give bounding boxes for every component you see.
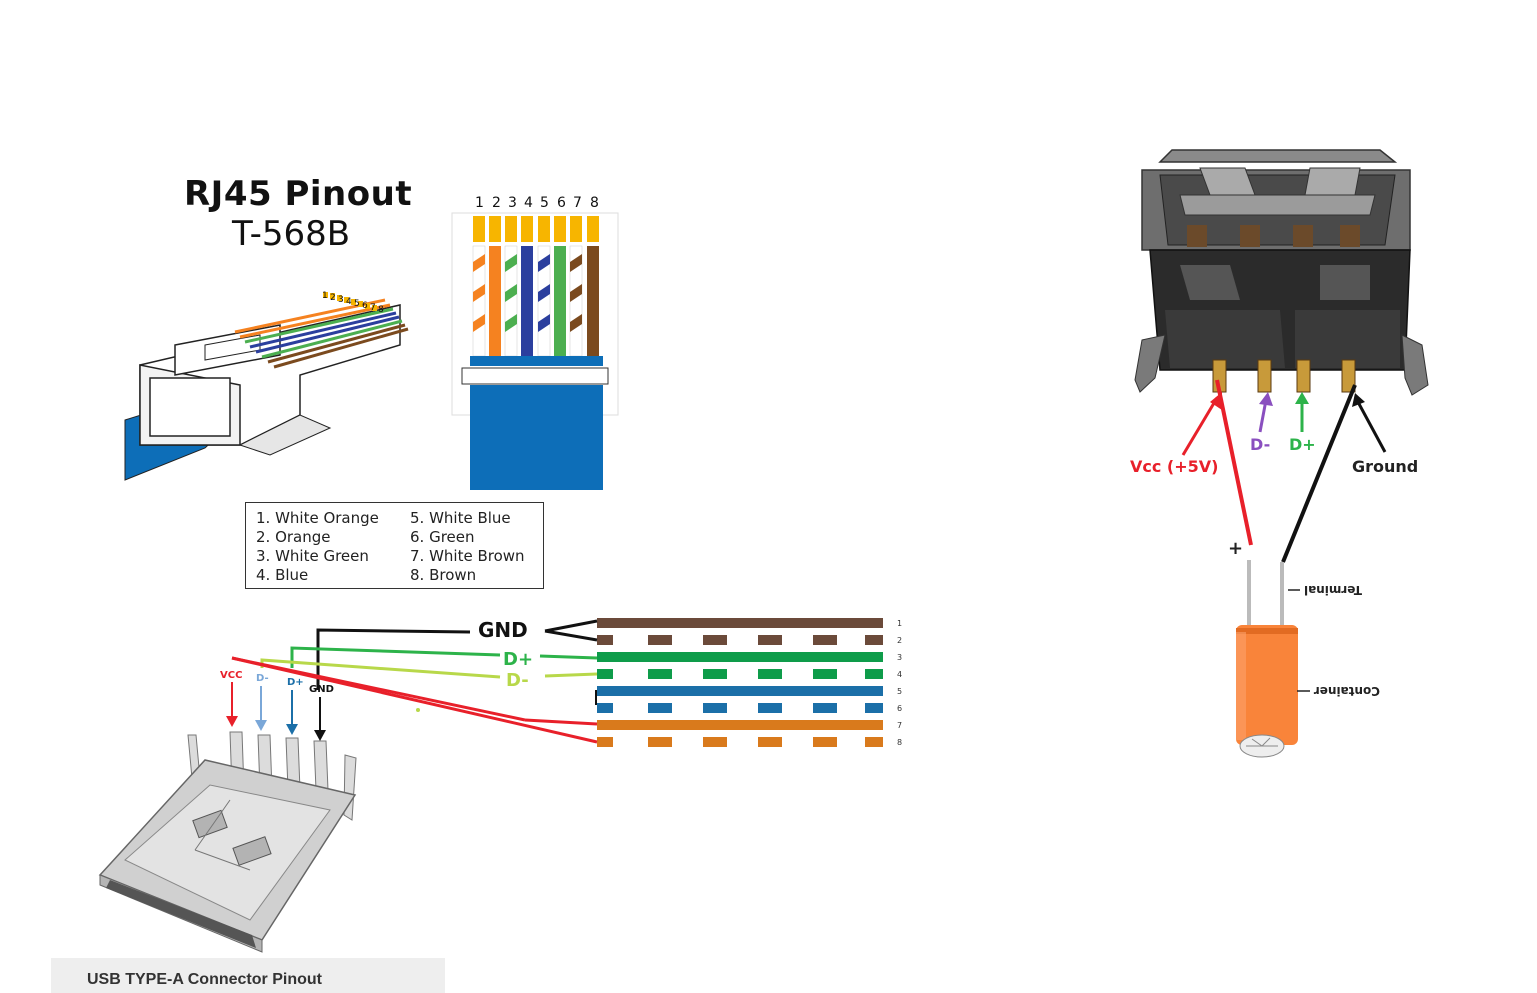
usb-pin-vcc: VCC [220, 670, 242, 681]
rj45-title: RJ45 Pinout [184, 174, 413, 214]
legend-item: 5. White Blue [410, 509, 511, 527]
capacitor-container-label: Container [1314, 684, 1380, 698]
legend-item: 6. Green [410, 528, 475, 546]
connection-lines [231, 619, 598, 744]
pin-number: 3 [508, 195, 517, 211]
plug-pin-num: 3 [338, 295, 344, 305]
legend-item: 7. White Brown [410, 547, 525, 565]
pin-number: 8 [590, 195, 599, 211]
legend-item: 1. White Orange [256, 509, 379, 527]
pin-number: 5 [540, 195, 549, 211]
dminus-label: D- [506, 670, 529, 691]
rj45-legend [245, 502, 544, 589]
capacitor-terminal-label: Terminal [1304, 583, 1362, 597]
plug-pin-num: 1 [322, 291, 328, 301]
legend-item: 8. Brown [410, 566, 477, 584]
plug-pin-num: 8 [378, 305, 384, 315]
capacitor-plus-label: + [1228, 538, 1243, 559]
legend-item: 3. White Green [256, 547, 369, 565]
plug-pin-num: 5 [354, 299, 360, 309]
row-number: 1 [897, 619, 902, 628]
usb-caption: USB TYPE-A Connector Pinout [87, 971, 322, 988]
row-number: 5 [897, 687, 902, 696]
row-number: 4 [897, 670, 902, 679]
socket-dplus-label: D+ [1289, 435, 1316, 454]
plug-pin-num: 4 [346, 297, 352, 307]
legend-item: 2. Orange [256, 528, 331, 546]
rj45-subtitle: T-568B [232, 214, 351, 254]
gnd-label: GND [478, 618, 528, 642]
ethernet-wire-strips: 1 2 3 4 5 6 7 8 [592, 612, 912, 750]
row-number: 7 [897, 721, 902, 730]
pin-number: 2 [492, 195, 501, 211]
usb-socket-illustration: Vcc (+5V) D- D+ Ground [1130, 149, 1429, 563]
pin-number: 6 [557, 195, 566, 211]
usb-pin-dplus: D+ [287, 677, 304, 688]
row-number: 3 [897, 653, 902, 662]
pin-number: 7 [573, 195, 582, 211]
usb-pin-dminus: D- [256, 673, 269, 684]
row-number: 8 [897, 738, 902, 747]
plug-pin-num: 7 [370, 303, 376, 313]
capacitor-illustration: + Terminal Container [1228, 538, 1380, 758]
row-number: 6 [897, 704, 902, 713]
socket-vcc-label: Vcc (+5V) [1130, 457, 1218, 476]
rj45-plug-illustration: 1 2 3 4 5 6 7 8 [124, 291, 409, 481]
legend-item: 4. Blue [256, 566, 309, 584]
usb-plug-illustration: VCC D- D+ GND [98, 670, 357, 953]
dplus-label: D+ [503, 649, 533, 670]
row-number: 2 [897, 636, 902, 645]
usb-caption-band [51, 958, 445, 993]
plug-pin-num: 2 [330, 293, 336, 303]
usb-pin-gnd: GND [309, 684, 334, 695]
socket-ground-label: Ground [1352, 457, 1418, 476]
socket-dminus-label: D- [1250, 435, 1270, 454]
pin-number: 4 [524, 195, 533, 211]
plug-pin-num: 6 [362, 301, 368, 311]
rj45-wire-order-diagram: 1 2 3 4 5 6 7 8 [451, 195, 619, 490]
pin-number: 1 [475, 195, 484, 211]
